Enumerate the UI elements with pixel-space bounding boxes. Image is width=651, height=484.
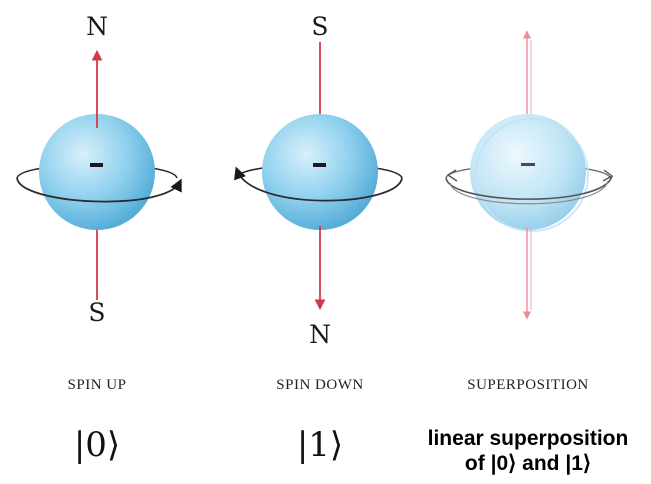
spin-down-sphere [262,114,378,230]
superposition-description: linear superposition of |0⟩ and |1⟩ [408,426,648,476]
spin-up-bottom-pole-label: S [77,300,117,325]
superposition-illustration [446,32,612,318]
spin-down-top-pole-label: S [300,14,340,39]
spin-down-sphere-mark [313,163,326,167]
spin-down-bottom-pole-label: N [300,322,340,347]
superposition-description-line1: linear superposition [408,426,648,451]
spin-down-caption: SPIN DOWN [220,377,420,394]
superposition-caption: SUPERPOSITION [428,377,628,394]
spin-up-top-pole-label: N [77,14,117,39]
spin-down-illustration [236,42,402,308]
superposition-sphere-mark [521,163,535,166]
spin-up-caption: SPIN UP [0,377,197,394]
superposition-description-line2: of |0⟩ and |1⟩ [408,451,648,476]
spin-up-sphere-mark [90,163,103,167]
spin-down-ket: |1⟩ [240,428,400,462]
spin-up-ket: |0⟩ [17,428,177,462]
spin-up-sphere [39,114,155,230]
spin-up-illustration [17,52,180,300]
